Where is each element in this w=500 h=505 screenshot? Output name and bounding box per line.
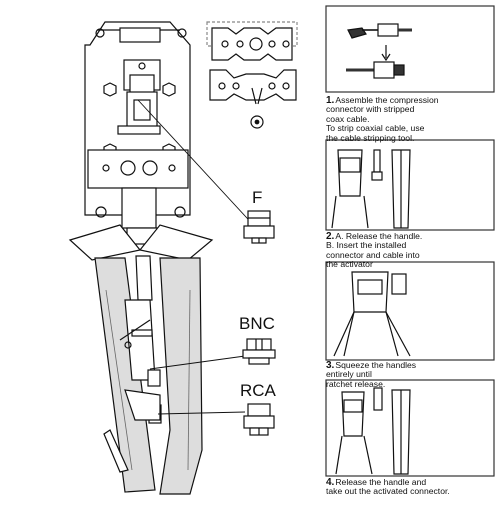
step-2-text: 2.A. Release the handle. B. Insert the i… (326, 231, 494, 270)
step-2-line-3: connector and cable into (326, 249, 420, 260)
step-1-illustration (325, 5, 495, 93)
leader-lines (137, 99, 259, 415)
die-cavity-detail (206, 21, 298, 129)
step-4-line-3: connector. (407, 486, 450, 497)
step-3-illustration (325, 261, 495, 361)
step-1-line-2: connector with stripped (326, 104, 415, 115)
step-1-line-1: Assemble the compression (335, 95, 439, 105)
step-1-line-4: To strip coaxial cable, use (326, 123, 425, 134)
f-label: F (252, 188, 263, 207)
step-3-number: 3. (326, 360, 335, 371)
step-2-line-4: the activator (326, 259, 373, 270)
crimping-tool-illustration (68, 21, 214, 495)
step-3-line-2: entirely until (326, 369, 372, 380)
f-connector-icon (243, 210, 275, 244)
step-3-text: 3.Squeeze the handles entirely until rat… (326, 360, 494, 389)
step-3-line-1: Squeeze the handles (335, 360, 417, 370)
step-1-line-3: coax cable. (326, 113, 370, 124)
bnc-connector-icon (242, 338, 276, 365)
step-2-line-2: B. Insert the installed (326, 240, 407, 251)
step-3-line-3: ratchet release. (326, 378, 386, 389)
step-4-line-1: Release the handle and (335, 477, 427, 487)
step-1-text: 1.Assemble the compression connector wit… (326, 95, 494, 143)
rca-label: RCA (240, 381, 276, 400)
step-4-illustration (325, 379, 495, 477)
step-4-line-2: take out the activated connector. (326, 486, 450, 497)
step-1-number: 1. (326, 95, 335, 106)
rca-connector-icon (243, 403, 275, 436)
step-1-line-5: the cable stripping tool. (326, 132, 415, 143)
step-2-illustration (325, 139, 495, 231)
step-2-line-1: A. Release the handle. (335, 231, 423, 241)
step-4-number: 4. (326, 477, 335, 488)
bnc-label: BNC (239, 314, 275, 333)
step-2-number: 2. (326, 231, 335, 242)
step-4-text: 4.Release the handle and take out the ac… (326, 477, 494, 497)
